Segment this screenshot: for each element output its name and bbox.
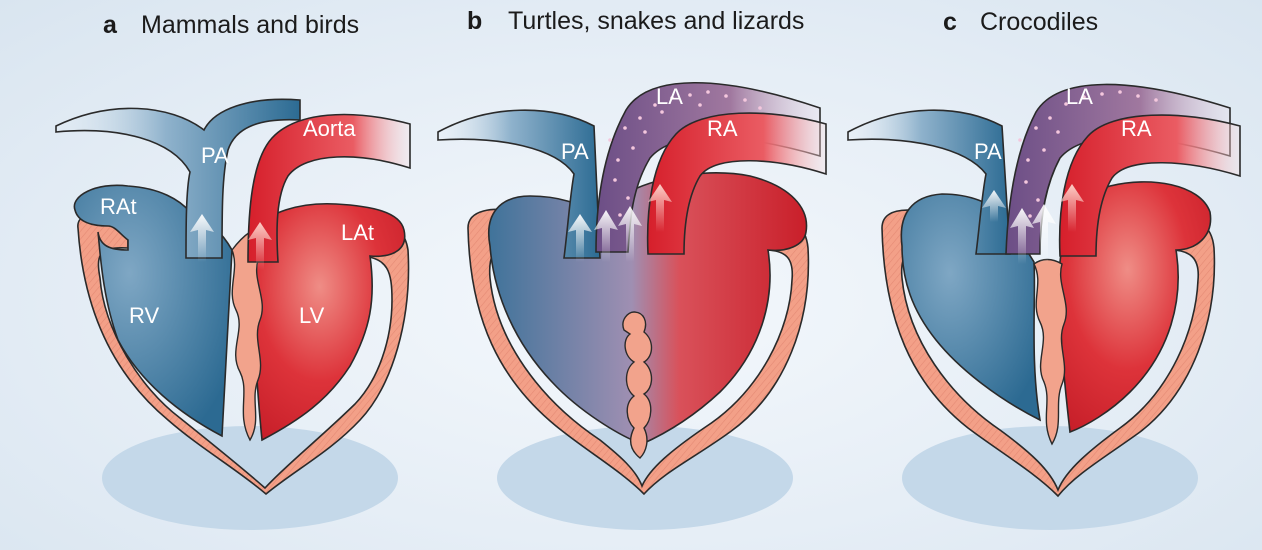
panel-a-left-ventricle	[249, 202, 406, 442]
panel-a-pulmonary-artery	[55, 98, 301, 259]
panel-a-letter: a	[103, 11, 118, 39]
panel-a: a Mammals and birds PA Aorta RAt LAt RV …	[55, 11, 411, 530]
panel-c-label-la: LA	[1066, 84, 1093, 109]
panel-b-label-pa: PA	[561, 139, 589, 164]
panel-b-partial-septum	[622, 311, 653, 459]
panel-c-label-ra: RA	[1121, 116, 1152, 141]
panel-c-mixing-dots	[1018, 90, 1158, 218]
panel-c-letter: c	[943, 8, 957, 36]
panel-a-label-pa: PA	[201, 143, 229, 168]
panel-b: b Turtles, snakes and lizards LA PA	[437, 7, 827, 530]
panel-a-label-aorta: Aorta	[303, 116, 356, 141]
panel-b-pulmonary-artery	[437, 109, 601, 259]
panel-b-heart-wall	[467, 208, 810, 496]
panel-b-arrow-3	[618, 206, 642, 262]
panel-c-arrow-4	[1060, 184, 1084, 232]
panel-c-arrow-1	[982, 190, 1006, 222]
panel-a-aorta	[247, 113, 411, 263]
panel-b-arrow-1	[568, 214, 592, 262]
panel-b-letter: b	[467, 7, 482, 35]
panel-a-label-lv: LV	[299, 303, 325, 328]
panel-c-left-ventricle	[1058, 181, 1212, 434]
panel-b-right-aortic-arch	[646, 112, 827, 255]
panel-a-label-lat: LAt	[341, 220, 374, 245]
panel-a-label-rat: RAt	[100, 194, 137, 219]
panel-c-septum	[1033, 258, 1067, 446]
panel-c-title: Crocodiles	[980, 8, 1098, 36]
panel-b-arrow-2	[594, 210, 618, 262]
panel-b-label-ra: RA	[707, 116, 738, 141]
panel-c-arrow-3	[1032, 204, 1056, 264]
panel-c-arrow-2	[1010, 208, 1034, 264]
panel-b-arrow-4	[648, 184, 672, 232]
panel-a-title: Mammals and birds	[141, 11, 359, 39]
panel-b-title: Turtles, snakes and lizards	[508, 7, 804, 35]
panel-c-label-pa: PA	[974, 139, 1002, 164]
panel-a-label-rv: RV	[129, 303, 159, 328]
panel-c-pulmonary-artery	[847, 109, 1011, 255]
panel-c-right-aortic-arch	[1058, 114, 1241, 257]
panel-b-mixing-dots	[608, 90, 762, 217]
panel-b-shadow	[497, 426, 793, 530]
panel-c-heart-wall	[881, 209, 1216, 498]
panel-a-arrow-aortic	[248, 222, 272, 270]
panel-c: c Crocodiles LA PA RA	[847, 8, 1241, 530]
panel-b-label-la: LA	[656, 84, 683, 109]
panel-a-arrow-pulmonary	[190, 214, 214, 262]
